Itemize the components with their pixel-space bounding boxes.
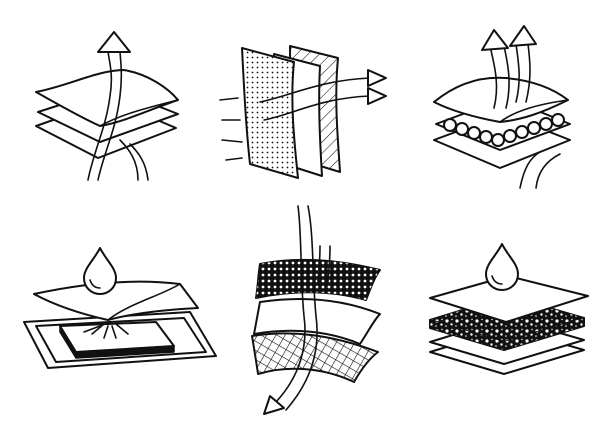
ventilated-bead-layers-icon (433, 25, 571, 189)
airflow-filter-layers-icon (219, 45, 387, 179)
breathable-layers-icon (35, 31, 179, 181)
absorbent-foam-layers-icon (429, 243, 589, 375)
waterproof-mat-icon (23, 247, 217, 369)
moisture-wicking-mesh-icon (251, 205, 381, 415)
